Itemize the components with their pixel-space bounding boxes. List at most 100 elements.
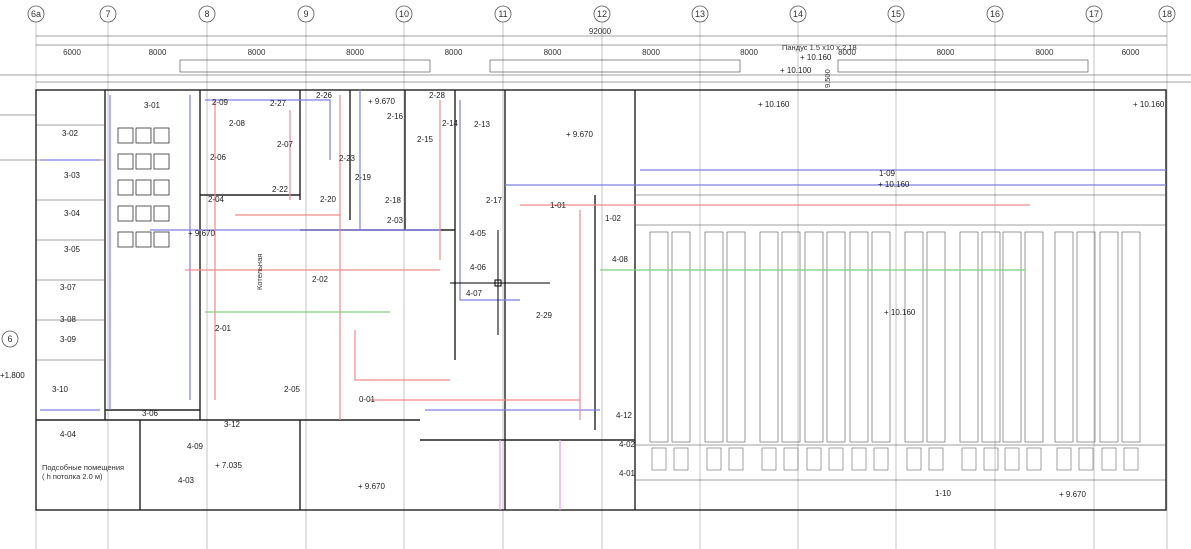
axis-marker-label: 18 [1162,9,1172,19]
axis-marker-label: 10 [399,9,409,19]
lane [804,231,824,443]
lane [826,231,846,443]
pin-deck [851,447,867,471]
axis-marker-label: 16 [990,9,1000,19]
axis-marker-label: 12 [597,9,607,19]
pin-deck [906,447,922,471]
elevation-mark: + 10.160 [800,53,832,62]
ramp-label: Пандус 1.5 х10 х 2.18 [782,43,857,52]
pin-deck [1004,447,1020,471]
room-label: 2-15 [417,135,434,144]
kitchen-equipment [153,153,170,170]
kitchen-equipment [135,153,152,170]
pin-deck [761,447,777,471]
room-label: 4-03 [178,476,195,485]
kitchen-equipment [153,205,170,222]
axis-marker-label: 11 [498,9,507,19]
span-dimension: 8000 [1036,48,1054,57]
pin-deck [806,447,822,471]
pin-deck [673,447,689,471]
room-label: 3-01 [144,101,161,110]
room-label: 4-06 [470,263,487,272]
kitchen-equipment-grid [117,127,170,248]
room-label: 3-12 [224,420,241,429]
axis-marker-label: 6а [31,9,41,19]
room-label: 2-02 [312,275,329,284]
axis-marker-circle [395,5,413,23]
lane [871,231,891,443]
auxiliary-rooms-note: Подсобные помещения [42,463,124,472]
span-dimension: 8000 [740,48,758,57]
pin-deck [928,447,944,471]
room-label: 2-01 [215,324,232,333]
elevation-mark: + 9.670 [368,97,395,106]
lane [904,231,924,443]
lane [1121,231,1141,443]
room-label: 2-08 [229,119,246,128]
ducts [40,90,1166,510]
elevation-mark: + 9.670 [188,229,215,238]
axis-marker-circle [198,5,216,23]
axis-marker-label: 13 [695,9,705,19]
span-dimension: 6000 [1122,48,1140,57]
room-label: 1-01 [550,201,567,210]
room-label: 2-03 [387,216,404,225]
lane [959,231,979,443]
ceiling-height-note: ( h потолка 2.0 м) [42,472,103,481]
lane [981,231,1001,443]
axis-marker-label: 14 [793,9,803,19]
kitchen-equipment [117,231,134,248]
room-label: 2-05 [284,385,301,394]
room-label: 4-05 [470,229,487,238]
room-label: 3-10 [52,385,69,394]
elevation-mark: + 9.670 [358,482,385,491]
lane [704,231,724,443]
lanes-area [649,231,1141,471]
pin-deck [1123,447,1139,471]
lane [849,231,869,443]
room-label: 2-20 [320,195,337,204]
kitchen-equipment [135,205,152,222]
axis-marker-circle [789,5,807,23]
room-label: 3-07 [60,283,77,292]
crosshair-cursor [450,230,550,335]
elevation-mark: + 10.160 [758,100,790,109]
room-label: 4-04 [60,430,77,439]
room-label: 2-04 [208,195,225,204]
lane [671,231,691,443]
kitchen-equipment [135,127,152,144]
room-label: 3-08 [60,315,77,324]
room-label: 3-09 [60,335,77,344]
kitchen-equipment [135,231,152,248]
span-dimension: 8000 [838,48,856,57]
room-label: 2-19 [355,173,372,182]
axis-marker-label: 9 [303,9,308,19]
room-label: 2-28 [429,91,446,100]
room-label: 2-26 [316,91,333,100]
kitchen-equipment [117,153,134,170]
lane [1054,231,1074,443]
room-label: 2-07 [277,140,294,149]
room-label: 1-09 [879,169,896,178]
pin-deck [651,447,667,471]
elevation-mark: + 10.160 [884,308,916,317]
room-label: 2-16 [387,112,404,121]
axis-marker-label: 8 [204,9,209,19]
pin-deck [983,447,999,471]
pin-deck [706,447,722,471]
kitchen-equipment [135,179,152,196]
kitchen-equipment [117,205,134,222]
room-label: 1-02 [605,214,622,223]
elevation-mark: + 10.160 [878,180,910,189]
room-label: 2-14 [442,119,459,128]
room-label: 4-07 [466,289,483,298]
lane [649,231,669,443]
total-dimension: 92000 [589,27,612,36]
kitchen-equipment [153,231,170,248]
room-label: 2-18 [385,196,402,205]
kitchen-equipment [153,127,170,144]
pin-deck [873,447,889,471]
lane [726,231,746,443]
room-label: 3-05 [64,245,81,254]
